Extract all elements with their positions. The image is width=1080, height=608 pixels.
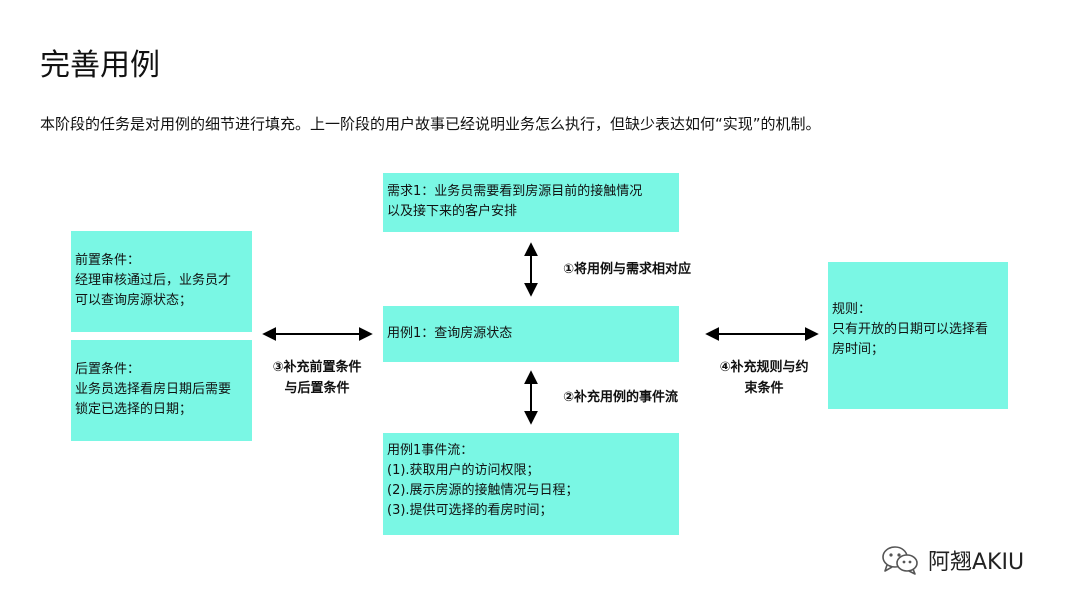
text-line: (2).展示房源的接触情况与日程； — [387, 483, 579, 498]
use-case-text: 用例1：查询房源状态 — [387, 326, 513, 341]
text-line: 以及接下来的客户安排 — [387, 204, 518, 219]
rule-box: 规则： 只有开放的日期可以选择看 房时间； — [828, 262, 1008, 409]
text-line: 前置条件： — [75, 253, 141, 268]
text-line: 业务员选择看房日期后需要 — [75, 382, 232, 397]
text-line: ③补充前置条件 — [272, 360, 362, 375]
step-4-label: ④补充规则与约 束条件 — [707, 357, 821, 399]
text-line: 锁定已选择的日期； — [75, 402, 193, 417]
text-line: 房时间； — [832, 342, 885, 357]
text-line: 与后置条件 — [284, 381, 350, 396]
text-line: ④补充规则与约 — [719, 360, 809, 375]
text-line: (1).获取用户的访问权限； — [387, 463, 540, 478]
text-line: (3).提供可选择的看房时间； — [387, 503, 553, 518]
step-1-label: ①将用例与需求相对应 — [563, 259, 691, 280]
event-flow-box: 用例1事件流： (1).获取用户的访问权限； (2).展示房源的接触情况与日程；… — [383, 433, 679, 535]
requirement-text: 需求1：业务员需要看到房源目前的接触情况 以及接下来的客户安排 — [387, 182, 673, 222]
page-title: 完善用例 — [40, 48, 160, 83]
text-line: 需求1：业务员需要看到房源目前的接触情况 — [387, 184, 643, 199]
watermark: 阿翘AKIU — [880, 542, 1024, 578]
use-case-box: 用例1：查询房源状态 — [383, 306, 679, 362]
postcondition-box: 后置条件： 业务员选择看房日期后需要 锁定已选择的日期； — [71, 340, 252, 441]
wechat-logo-icon — [882, 546, 918, 575]
text-line: 束条件 — [744, 381, 784, 396]
watermark-text: 阿翘AKIU — [928, 550, 1025, 575]
step-3-label: ③补充前置条件 与后置条件 — [262, 357, 372, 399]
text-line: ①将用例与需求相对应 — [563, 262, 692, 277]
text-line: 经理审核通过后，业务员才 — [75, 273, 232, 288]
text-line: ②补充用例的事件流 — [563, 390, 679, 405]
text-line: 可以查询房源状态； — [75, 293, 193, 308]
step-2-label: ②补充用例的事件流 — [563, 387, 678, 408]
text-line: 只有开放的日期可以选择看 — [832, 322, 989, 337]
page-subtitle: 本阶段的任务是对用例的细节进行填充。上一阶段的用户故事已经说明业务怎么执行，但缺… — [40, 115, 821, 133]
text-line: 规则： — [832, 302, 872, 317]
text-line: 后置条件： — [75, 362, 141, 377]
requirement-box: 需求1：业务员需要看到房源目前的接触情况 以及接下来的客户安排 — [383, 173, 679, 232]
text-line: 用例1事件流： — [387, 443, 474, 458]
precondition-box: 前置条件： 经理审核通过后，业务员才 可以查询房源状态； — [71, 231, 252, 332]
